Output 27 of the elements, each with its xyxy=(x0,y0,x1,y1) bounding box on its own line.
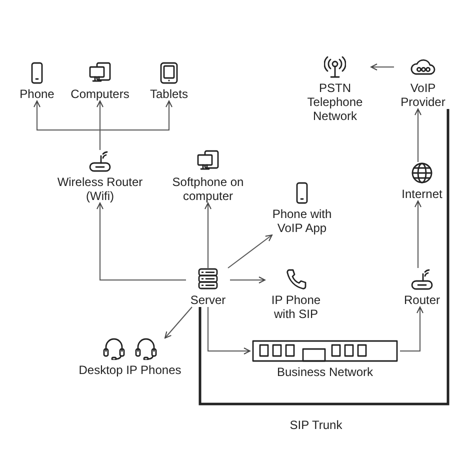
arrow xyxy=(100,100,172,150)
arrow xyxy=(414,200,422,268)
node-label: Desktop IP Phones xyxy=(78,363,182,377)
arrow xyxy=(204,202,212,268)
node-label: Computers xyxy=(70,87,130,101)
arrow xyxy=(230,276,266,284)
arrow xyxy=(164,306,192,338)
arrow xyxy=(414,108,422,162)
edge-label: SIP Trunk xyxy=(288,418,344,432)
node-label: PSTN Telephone Network xyxy=(306,81,364,123)
node-label: IP Phone with SIP xyxy=(270,293,322,321)
trunk-line xyxy=(198,109,450,406)
arrow xyxy=(96,202,186,280)
node-label: VoIP Provider xyxy=(400,81,446,109)
node-label: Internet xyxy=(402,187,442,201)
node-label: Phone xyxy=(20,87,54,101)
node-label: Server xyxy=(190,293,226,307)
arrow xyxy=(370,64,394,70)
node-label: Phone with VoIP App xyxy=(271,207,333,235)
arrow xyxy=(400,306,424,352)
arrow xyxy=(228,234,272,268)
node-label: Business Network xyxy=(276,365,374,379)
arrow xyxy=(208,306,250,354)
node-label: Softphone on computer xyxy=(171,175,245,203)
node-label: Wireless Router (Wifi) xyxy=(56,175,144,203)
node-label: Tablets xyxy=(150,87,188,101)
node-label: Router xyxy=(404,293,440,307)
